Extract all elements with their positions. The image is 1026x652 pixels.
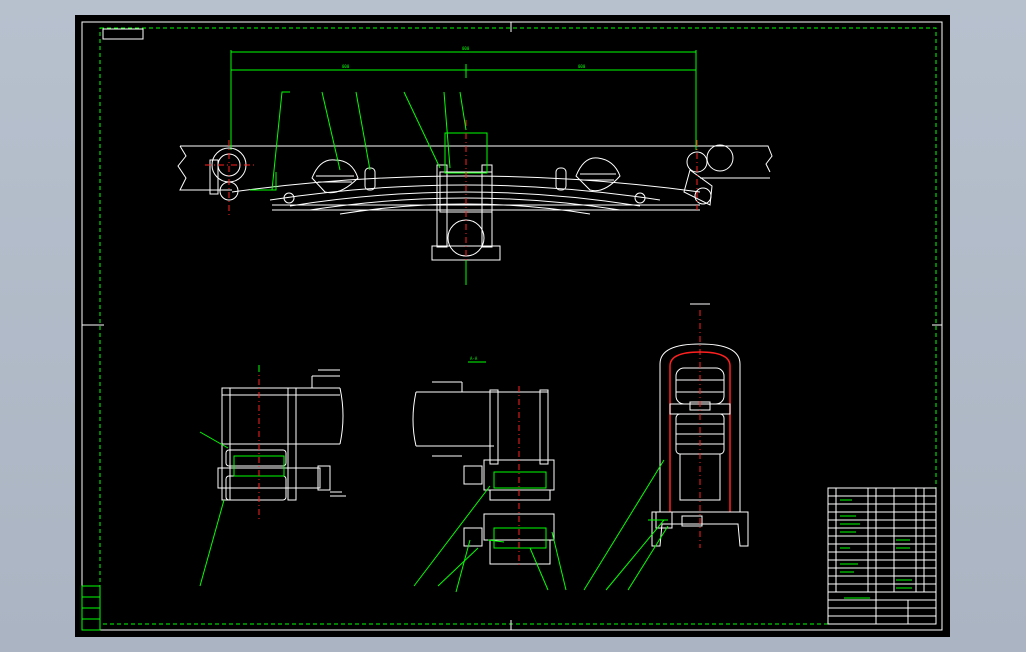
title-block xyxy=(827,487,937,625)
drawing-sheet[interactable] xyxy=(75,15,950,637)
outer-frame xyxy=(81,21,943,631)
section-mark: A-A xyxy=(470,356,478,361)
leaf-spring-side-view: 000 000 000 xyxy=(177,46,773,285)
frame-centre-marks xyxy=(82,22,942,630)
inner-frame xyxy=(99,27,937,625)
rear-shackle-section xyxy=(412,381,567,593)
svg-text:000: 000 xyxy=(578,64,586,69)
svg-text:000: 000 xyxy=(342,64,350,69)
binding-strip xyxy=(81,585,101,631)
svg-text:000: 000 xyxy=(462,46,470,51)
front-shackle-section xyxy=(199,365,346,587)
axle-clamp-end-view xyxy=(583,303,749,591)
drawing-code-box xyxy=(102,28,144,40)
